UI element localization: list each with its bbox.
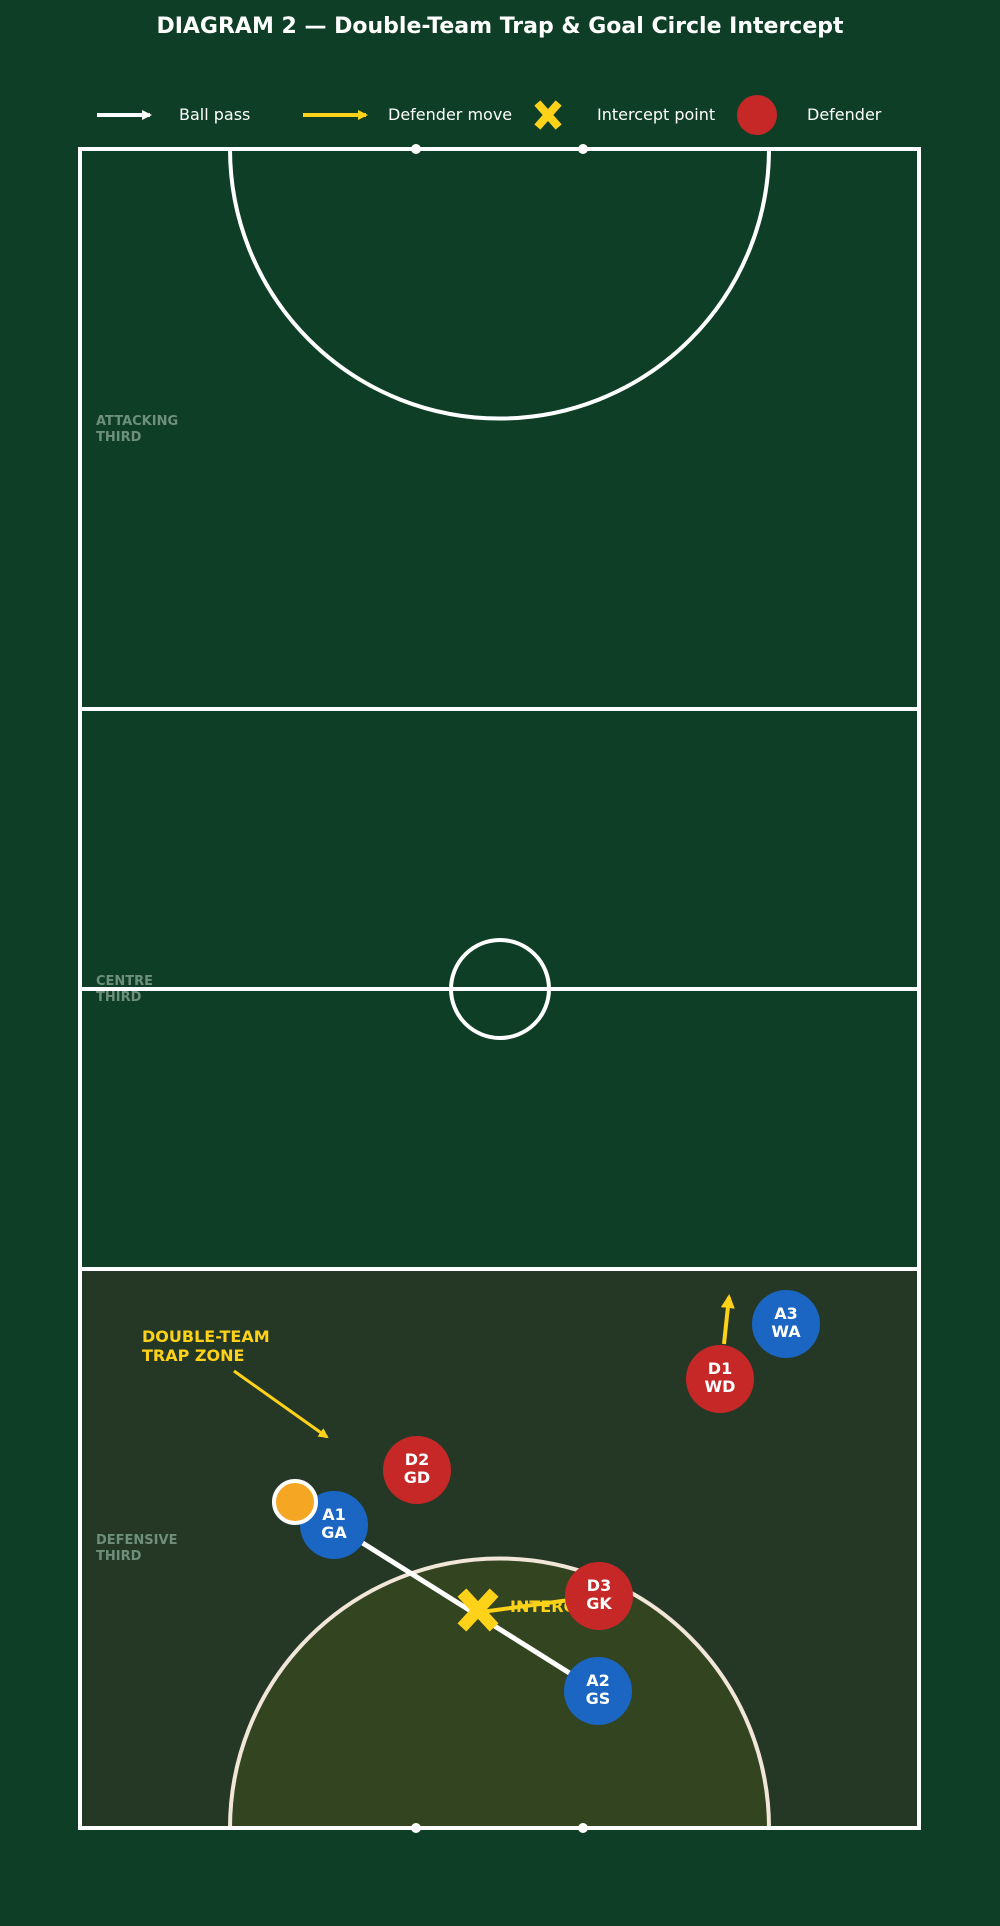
ball-pass-line — [332, 1522, 600, 1694]
netball-court — [78, 144, 921, 1833]
trap-zone-pointer-arrow — [233, 1369, 329, 1439]
legend: Ball pass Defender move Intercept point … — [97, 95, 882, 135]
legend-intercept-point: Intercept point — [597, 105, 715, 124]
centre-circle — [449, 938, 551, 1040]
goal-post-right-bottom — [578, 1823, 588, 1833]
legend-defender-move: Defender move — [388, 105, 512, 124]
trap-zone-label: DOUBLE-TEAM TRAP ZONE — [142, 1327, 275, 1365]
zone-label-attacking: ATTACKING THIRD — [96, 414, 183, 445]
legend-ball-pass: Ball pass — [179, 105, 250, 124]
defender-legend-icon — [737, 95, 777, 135]
intercept-point-marker — [457, 1588, 499, 1632]
goal-post-left-top — [411, 144, 421, 154]
d1-move-arrow — [720, 1294, 735, 1345]
goal-post-right-top — [578, 144, 588, 154]
attacking-goal-circle — [228, 148, 771, 421]
zone-label-centre: CENTRE THIRD — [96, 974, 158, 1005]
intercept-point-legend-icon — [534, 100, 562, 130]
diagram-title: DIAGRAM 2 — Double-Team Trap & Goal Circ… — [156, 14, 844, 39]
zone-label-defensive: DEFENSIVE THIRD — [96, 1533, 182, 1564]
legend-defender: Defender — [807, 105, 882, 124]
defensive-goal-circle — [227, 1556, 772, 1830]
ball — [272, 1479, 318, 1525]
goal-post-left-bottom — [411, 1823, 421, 1833]
